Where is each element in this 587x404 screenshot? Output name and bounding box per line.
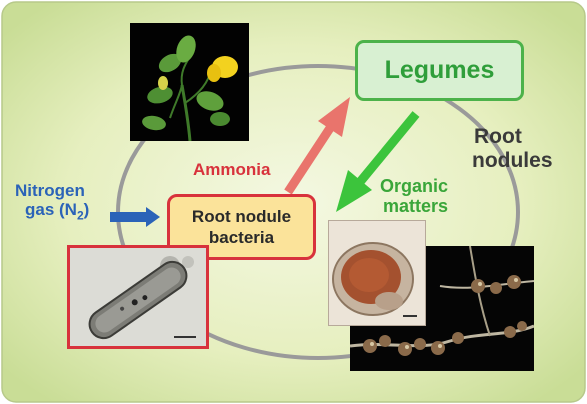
organic-matters-label: Organic matters: [380, 176, 449, 217]
legume-flower-photo: [130, 23, 249, 141]
ammonia-arrow: [284, 97, 350, 195]
root-nodule-bacteria-box: Root nodule bacteria: [167, 194, 316, 260]
root-nodules-label: Root nodules: [472, 125, 553, 172]
ammonia-label: Ammonia: [193, 160, 271, 179]
legumes-label: Legumes: [384, 56, 495, 84]
organic-matters-arrow: [336, 111, 420, 212]
nitrogen-gas-arrow: [110, 207, 160, 227]
bacterium-micrograph: [67, 245, 209, 349]
legumes-box: Legumes: [355, 40, 524, 101]
nitrogen-gas-label: Nitrogen gas (N2): [15, 181, 90, 223]
nodule-cross-section: [328, 220, 426, 326]
